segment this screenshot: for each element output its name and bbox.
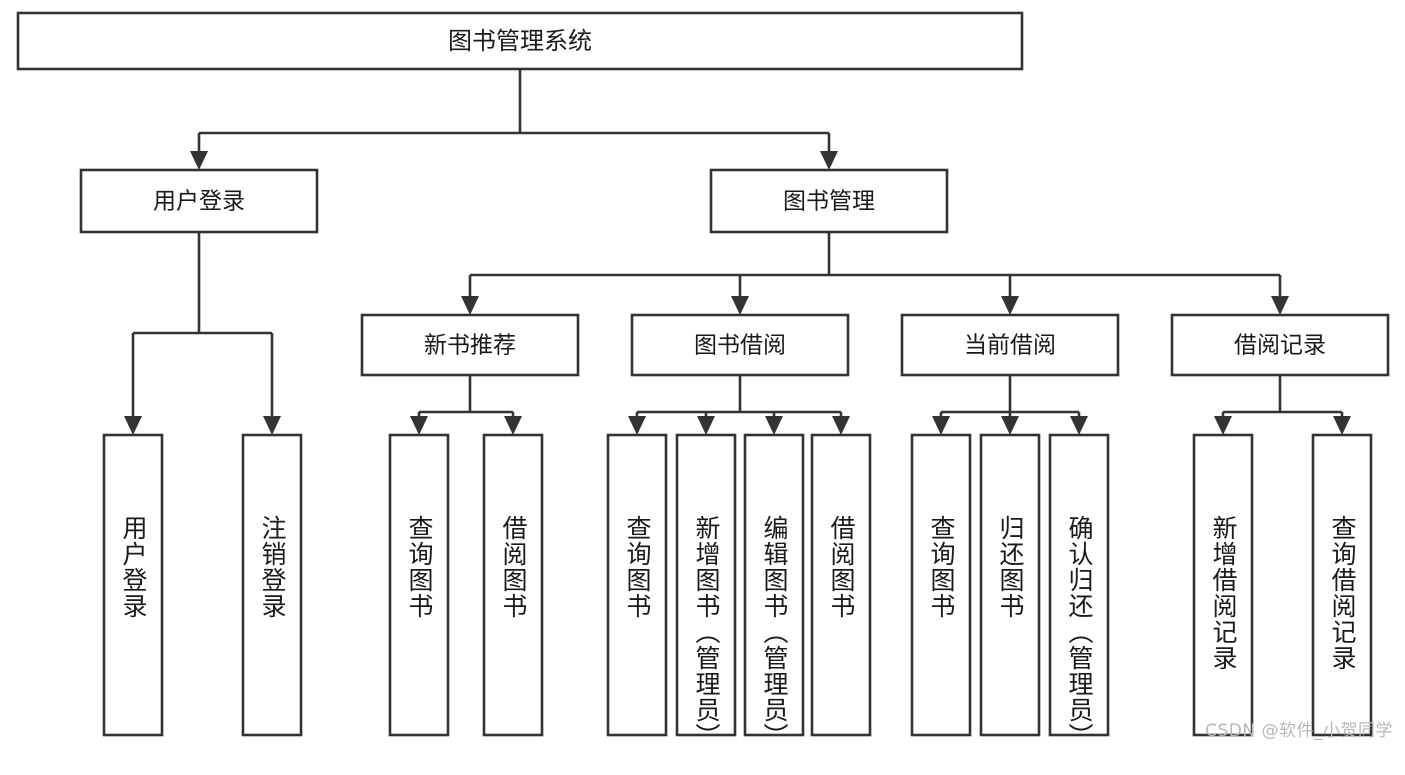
arrow-head-icon-new_book_recommend-leaf-0 bbox=[410, 416, 428, 435]
node-leaf-box-book_borrow-3[interactable] bbox=[810, 433, 872, 737]
node-root-label: 图书管理系统 bbox=[448, 27, 592, 55]
node-leaf-box-current_borrow-1[interactable] bbox=[979, 433, 1041, 737]
arrow-head-icon-level3-1 bbox=[731, 296, 749, 315]
arrow-head-icon-borrow_record-leaf-0 bbox=[1214, 416, 1232, 435]
arrow-head-icon-current_borrow-leaf-2 bbox=[1070, 416, 1088, 435]
node-level3-box-2[interactable] bbox=[900, 313, 1120, 377]
node-level3-box-1[interactable] bbox=[630, 313, 850, 377]
node-leaf-box-current_borrow-2[interactable] bbox=[1048, 433, 1110, 737]
node-level3-label-1: 图书借阅 bbox=[694, 333, 786, 359]
node-level3-label-2: 当前借阅 bbox=[964, 333, 1056, 359]
node-leaf-box-book_borrow-1[interactable] bbox=[675, 433, 737, 737]
arrow-head-icon-borrow_record-leaf-1 bbox=[1333, 416, 1351, 435]
boxes-layer bbox=[16, 11, 1390, 737]
node-leaf-box-borrow_record-1[interactable] bbox=[1311, 433, 1373, 737]
arrow-head-icon-userlogin-leaf-1 bbox=[263, 416, 281, 435]
node-level2-label-0: 用户登录 bbox=[153, 189, 245, 215]
arrow-head-icon-level2-0 bbox=[190, 151, 208, 170]
arrow-head-icon-book_borrow-leaf-0 bbox=[628, 416, 646, 435]
node-level2-box-1[interactable] bbox=[709, 168, 949, 234]
arrow-head-icon-new_book_recommend-leaf-1 bbox=[504, 416, 522, 435]
arrow-head-icon-book_borrow-leaf-2 bbox=[765, 416, 783, 435]
node-leaf-box-borrow_record-0[interactable] bbox=[1192, 433, 1254, 737]
node-leaf-box-new_book_recommend-1[interactable] bbox=[482, 433, 544, 737]
arrow-head-icon-level3-0 bbox=[461, 296, 479, 315]
arrow-head-icon-current_borrow-leaf-0 bbox=[932, 416, 950, 435]
node-leaf-box-book_borrow-0[interactable] bbox=[606, 433, 668, 737]
node-leaf-box-new_book_recommend-0[interactable] bbox=[388, 433, 450, 737]
arrow-head-icon-book_borrow-leaf-3 bbox=[832, 416, 850, 435]
arrow-head-icon-level3-2 bbox=[1001, 296, 1019, 315]
arrow-head-icon-level2-1 bbox=[820, 151, 838, 170]
node-level3-box-0[interactable] bbox=[360, 313, 580, 377]
connectors-layer bbox=[124, 69, 1351, 435]
arrow-head-icon-book_borrow-leaf-1 bbox=[697, 416, 715, 435]
node-leaf-box-current_borrow-0[interactable] bbox=[910, 433, 972, 737]
arrow-head-icon-current_borrow-leaf-1 bbox=[1001, 416, 1019, 435]
node-level2-box-0[interactable] bbox=[79, 168, 319, 234]
node-level2-label-1: 图书管理 bbox=[783, 189, 875, 215]
node-leaf-box-user_login-0[interactable] bbox=[102, 433, 164, 737]
node-leaf-box-book_borrow-2[interactable] bbox=[743, 433, 805, 737]
node-level3-box-3[interactable] bbox=[1170, 313, 1390, 377]
node-level3-label-0: 新书推荐 bbox=[424, 333, 516, 359]
node-level3-label-3: 借阅记录 bbox=[1234, 333, 1326, 359]
diagram-canvas-root: 图书管理系统用户登录图书管理新书推荐图书借阅当前借阅借阅记录 用户登录注销登录查… bbox=[16, 11, 1393, 749]
node-root-box[interactable] bbox=[16, 11, 1024, 71]
arrow-head-icon-userlogin-leaf-0 bbox=[124, 416, 142, 435]
arrow-head-icon-level3-3 bbox=[1271, 296, 1289, 315]
watermark-text: CSDN @软件_小贺同学 bbox=[1205, 721, 1393, 741]
node-leaf-box-user_login-1[interactable] bbox=[241, 433, 303, 737]
